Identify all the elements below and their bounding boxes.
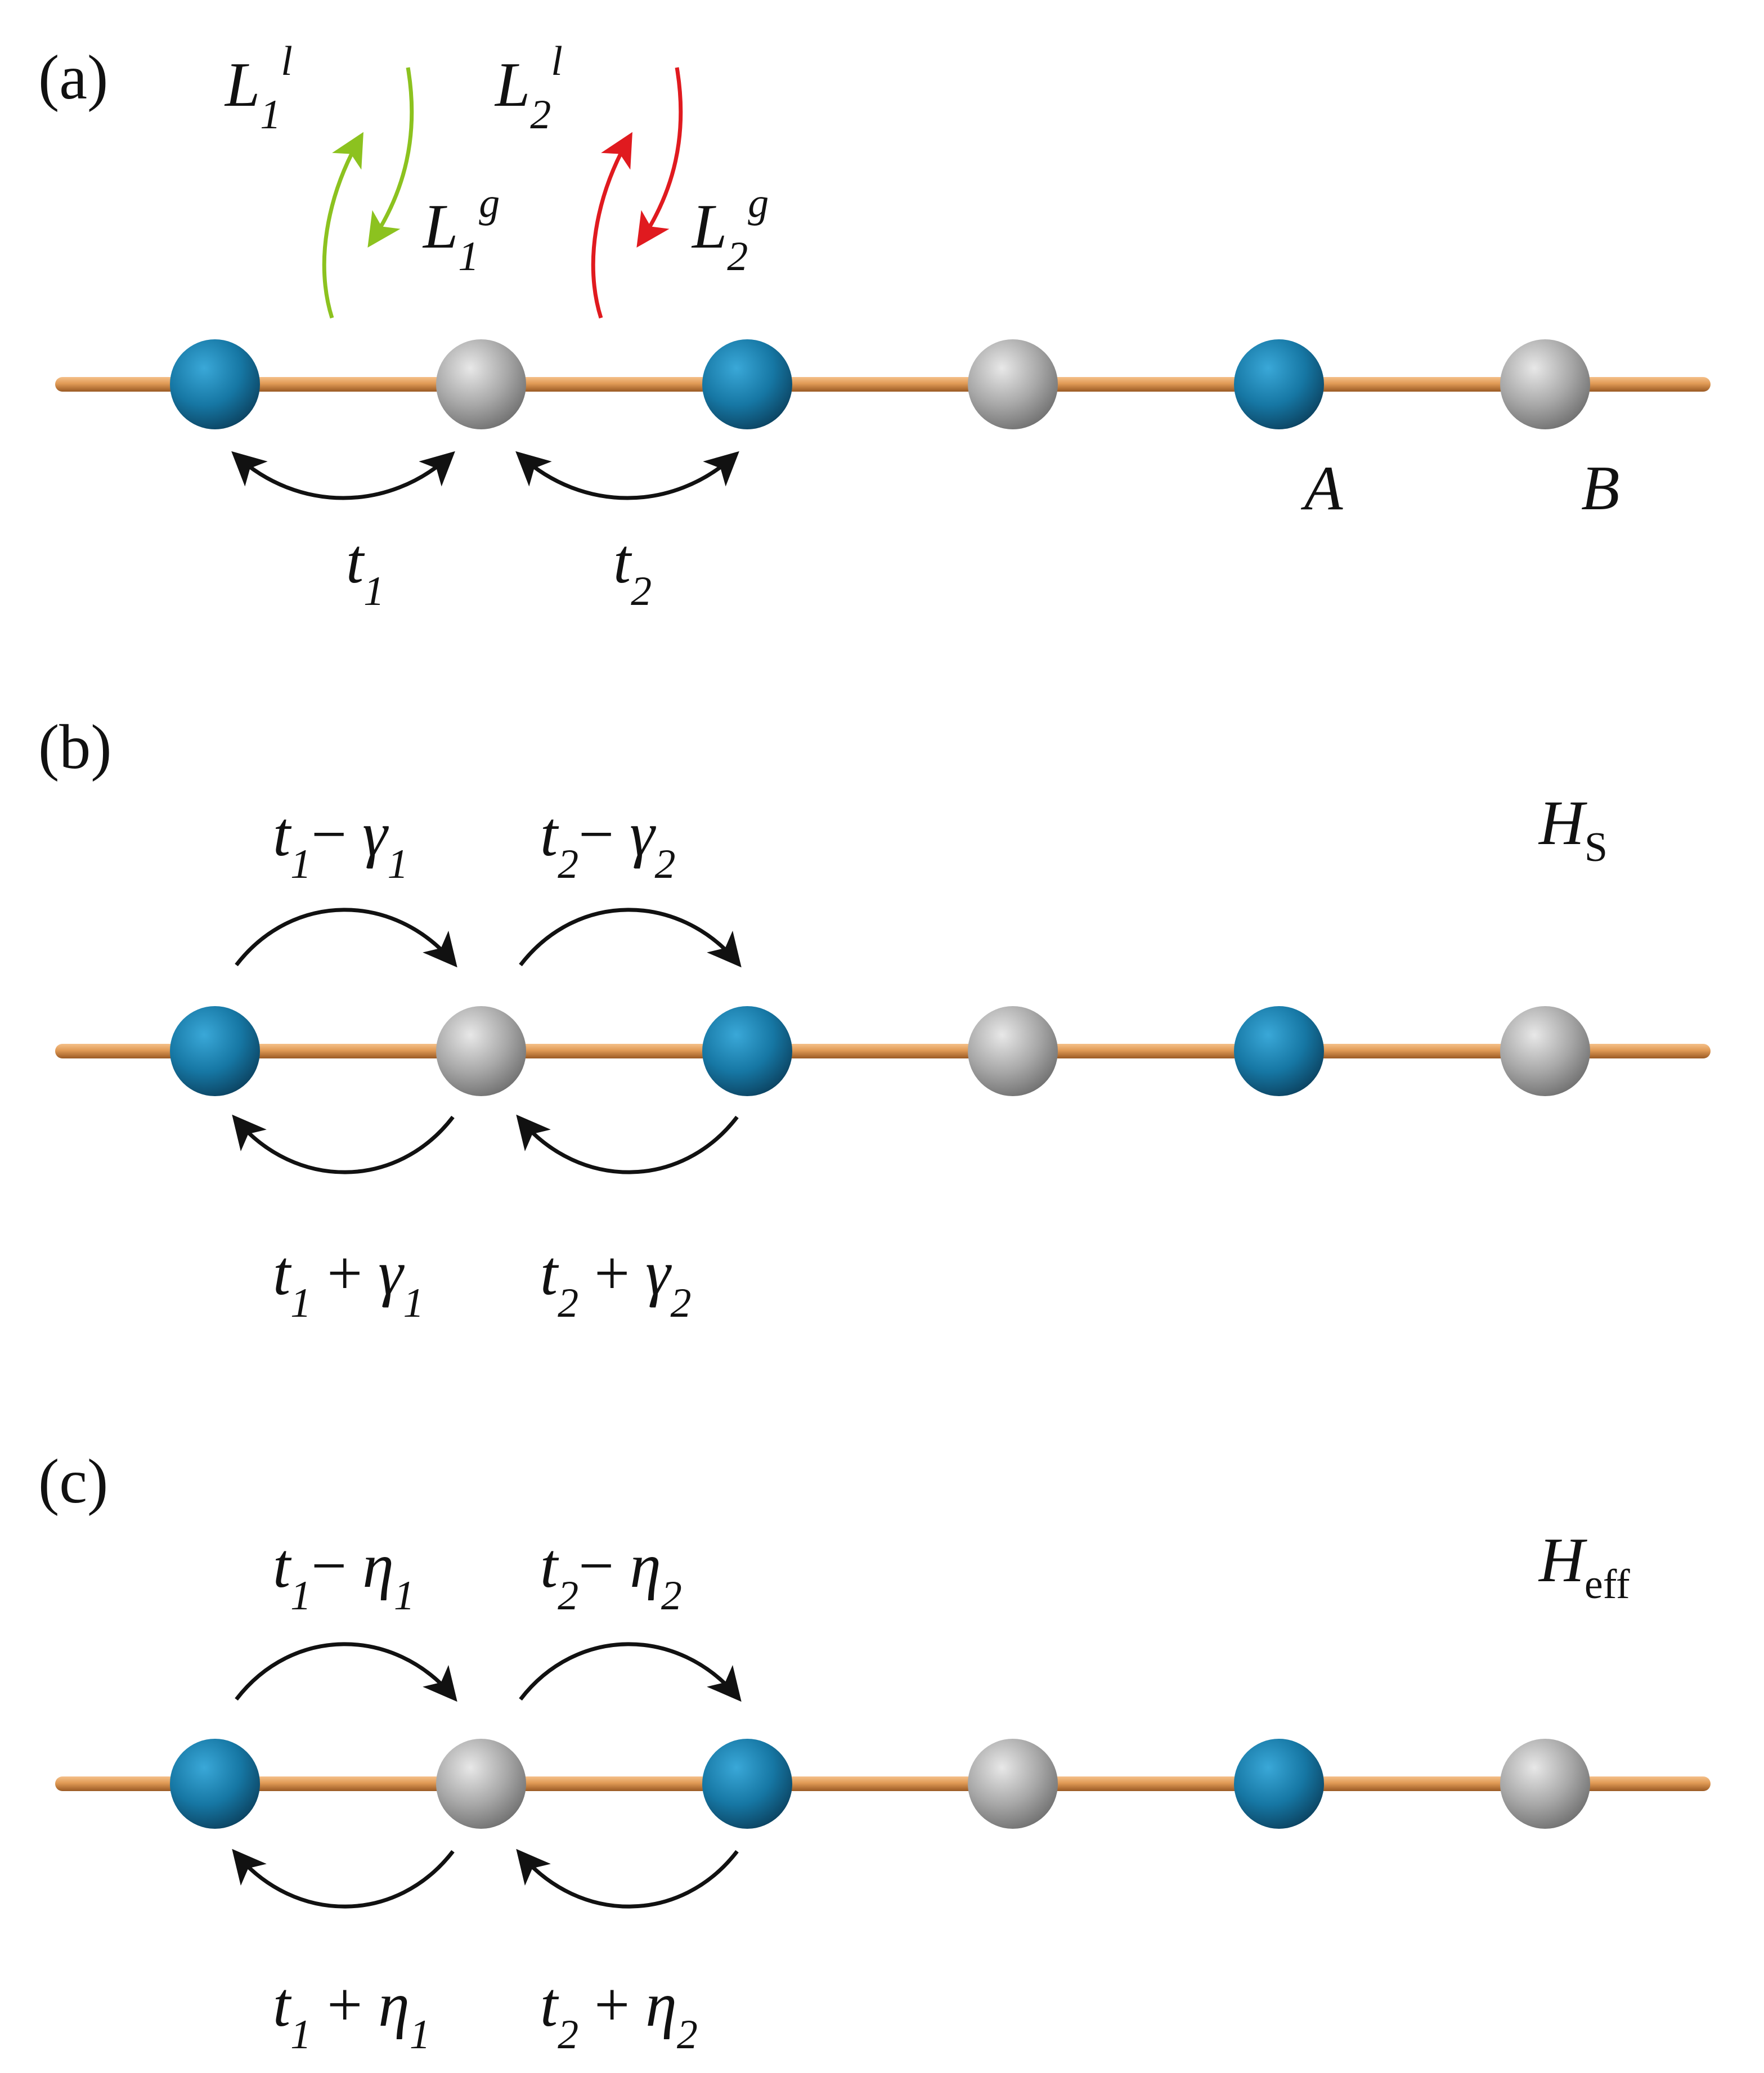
loss-arrow-2	[636, 67, 683, 248]
site-b-sphere	[1500, 1739, 1590, 1829]
site-b-sphere	[968, 339, 1058, 429]
site-a-sphere	[702, 1739, 792, 1829]
label-L2-loss: L2l	[494, 38, 563, 138]
chain-b	[55, 1006, 1711, 1096]
chain-c	[55, 1739, 1711, 1829]
chain-rod	[55, 377, 1711, 392]
site-b-sphere	[1500, 1006, 1590, 1096]
site-a-sphere	[1234, 1006, 1324, 1096]
panel-b-label: (b)	[38, 712, 112, 782]
label-bottom-2: t2 + γ2	[540, 1239, 691, 1326]
label-t1: t1	[346, 527, 384, 614]
loss-arrow-1	[367, 67, 414, 248]
label-site-B: B	[1581, 454, 1619, 523]
site-a-sphere	[702, 339, 792, 429]
backward-arrow-1	[232, 1848, 455, 1909]
backward-arrow-2	[516, 1848, 739, 1909]
panel-c: (c) Heff t1− η1 t2− η2 t1 + η1 t2 + η2	[38, 1447, 1711, 2058]
forward-arrow-1	[235, 908, 457, 968]
label-site-A: A	[1300, 454, 1343, 523]
hop-arrow-t2	[515, 451, 739, 500]
backward-arrow-2	[516, 1114, 739, 1174]
hamiltonian-Heff: Heff	[1538, 1525, 1630, 1608]
label-t2: t2	[613, 527, 652, 614]
label-top-2: t2− η2	[540, 1531, 682, 1619]
chain-rod	[55, 1044, 1711, 1058]
panel-b: (b) HS t1− γ1 t2− γ2 t1 + γ1 t2 + γ2	[38, 712, 1711, 1326]
site-b-sphere	[436, 1006, 526, 1096]
label-L2-gain: L2g	[691, 180, 769, 280]
site-b-sphere	[436, 339, 526, 429]
panel-c-label: (c)	[38, 1447, 108, 1516]
site-b-sphere	[436, 1739, 526, 1829]
label-top-1: t1− γ1	[273, 800, 408, 887]
label-top-1: t1− η1	[273, 1531, 415, 1619]
forward-arrow-1	[235, 1642, 457, 1702]
label-bottom-2: t2 + η2	[540, 1970, 698, 2058]
forward-arrow-2	[519, 1642, 742, 1702]
site-b-sphere	[968, 1739, 1058, 1829]
site-a-sphere	[170, 1006, 260, 1096]
label-bottom-1: t1 + η1	[273, 1970, 430, 2058]
gain-arrow-1	[322, 132, 363, 319]
label-top-2: t2− γ2	[540, 800, 675, 887]
site-b-sphere	[968, 1006, 1058, 1096]
backward-arrow-1	[232, 1114, 455, 1174]
site-a-sphere	[702, 1006, 792, 1096]
site-a-sphere	[1234, 339, 1324, 429]
site-b-sphere	[1500, 339, 1590, 429]
site-a-sphere	[170, 339, 260, 429]
label-bottom-1: t1 + γ1	[273, 1239, 424, 1326]
hamiltonian-HS: HS	[1538, 788, 1608, 871]
label-L1-gain: L1g	[422, 180, 500, 280]
gain-arrow-2	[591, 132, 632, 319]
site-a-sphere	[170, 1739, 260, 1829]
hop-arrow-t1	[231, 451, 455, 500]
panel-a: (a) L1l L1g L2l L2g t1 t2 A B	[38, 38, 1711, 614]
site-a-sphere	[1234, 1739, 1324, 1829]
chain-a	[55, 339, 1711, 429]
forward-arrow-2	[519, 908, 742, 968]
chain-rod	[55, 1776, 1711, 1791]
label-L1-loss: L1l	[224, 38, 293, 138]
panel-a-label: (a)	[38, 43, 108, 113]
